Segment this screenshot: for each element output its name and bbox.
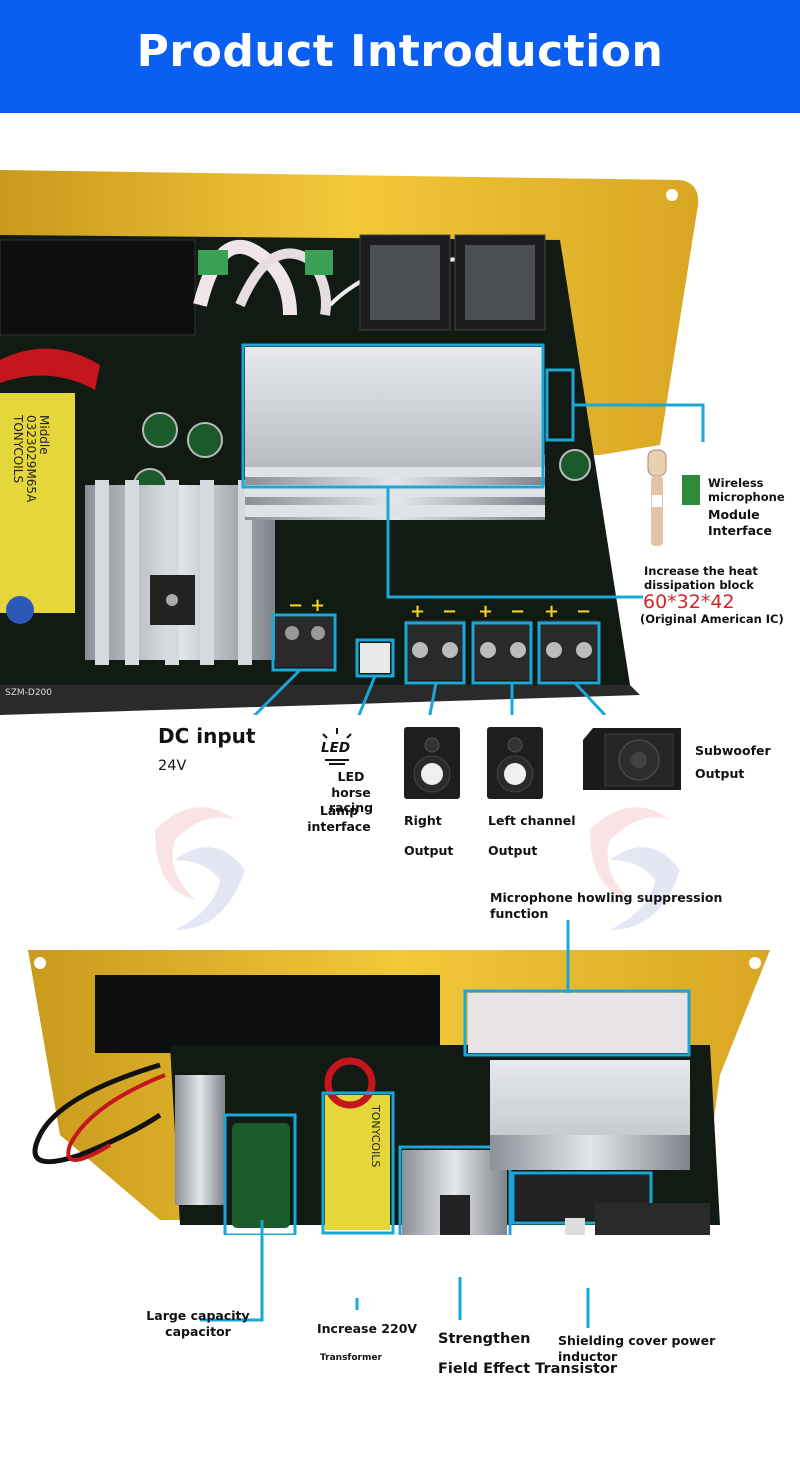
svg-text:−: − [288, 595, 303, 616]
dc-terminal: − + [275, 595, 333, 667]
svg-text:TONYCOILS: TONYCOILS [11, 414, 25, 483]
howling-label: Microphone howling suppression function [490, 890, 723, 921]
header-banner: Product Introduction [0, 0, 800, 113]
main-heatsink [245, 347, 545, 520]
module-interface-label: Module Interface [708, 507, 772, 538]
left-output-label: Output [488, 843, 538, 858]
right-speaker-icon [404, 727, 460, 799]
transformer-sub-label: Transformer [320, 1353, 382, 1363]
svg-text:+: + [410, 601, 425, 622]
transformer [325, 1095, 390, 1230]
wireless-mic-label: Wireless microphone [708, 476, 785, 505]
speaker-terminals: + − + − + − [405, 601, 598, 680]
right-label: Right [404, 813, 442, 828]
svg-text:+: + [478, 601, 493, 622]
inductor-label: Shielding cover power inductor [558, 1333, 716, 1364]
dc-voltage-label: 24V [158, 758, 187, 774]
transformer-main-label: Increase 220V [317, 1321, 418, 1336]
capacitor-label: Large capacity capacitor [146, 1308, 250, 1339]
right-output-label: Output [404, 843, 454, 858]
svg-text:0323029M65A: 0323029M65A [24, 415, 38, 503]
dc-input-label: DC input [158, 724, 256, 748]
lamp-interface-label: Lamp interface [307, 803, 371, 834]
svg-text:−: − [510, 601, 525, 622]
svg-text:−: − [576, 601, 591, 622]
wireless-microphone-icon [647, 449, 700, 546]
svg-text:+: + [544, 601, 559, 622]
left-channel-label: Left channel [488, 813, 576, 828]
svg-text:−: − [442, 601, 457, 622]
amplifier-board-top-view: Middle 0323029M65A TONYCOILS [0, 170, 705, 715]
led-icon: LED [315, 726, 359, 766]
subwoofer-output-label: Output [695, 766, 745, 781]
callout-lines [252, 403, 705, 715]
small-heatsink [85, 480, 275, 665]
display-panel [0, 239, 196, 336]
amplifier-board-side-view: TONYCOILS [28, 950, 770, 1235]
left-speaker-icon [487, 727, 543, 799]
subwoofer-icon [583, 728, 681, 790]
original-ic-label: (Original American IC) [640, 612, 784, 626]
svg-text:TONYCOILS: TONYCOILS [369, 1104, 382, 1167]
heat-block-size: 60*32*42 [643, 591, 735, 613]
large-capacitor [232, 1123, 290, 1228]
fig2-callout-lines [200, 920, 590, 1328]
page-title: Product Introduction [136, 26, 664, 77]
fet-label-2: Field Effect Transistor [438, 1361, 617, 1377]
yellow-transformer [0, 393, 75, 613]
red-coil [0, 348, 100, 390]
relays [359, 234, 546, 331]
fet-label-1: Strengthen [438, 1331, 531, 1347]
subwoofer-label: Subwoofer [695, 743, 771, 758]
svg-text:SZM-D200: SZM-D200 [5, 688, 52, 698]
heat-block-label: Increase the heat dissipation block [644, 564, 758, 593]
svg-text:Middle: Middle [37, 415, 51, 455]
svg-text:+: + [310, 595, 325, 616]
led-horse-label: LED horse racing [328, 769, 374, 816]
